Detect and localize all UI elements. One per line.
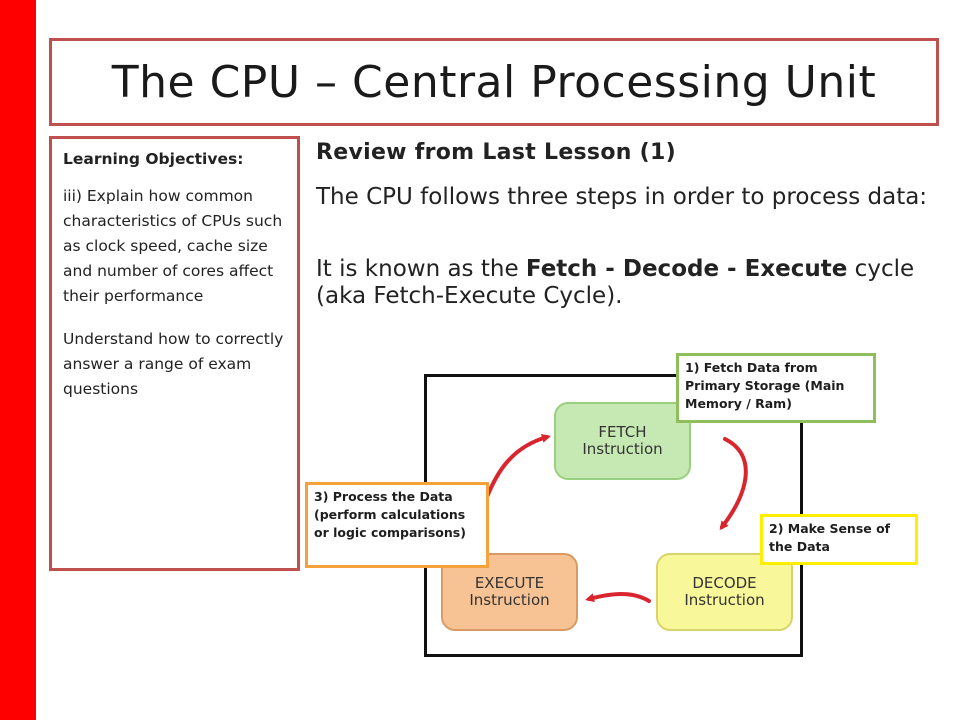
decode-stage-subtitle: Instruction bbox=[684, 591, 765, 609]
objective-item-1: iii) Explain how common characteristics … bbox=[63, 187, 283, 305]
objective-item-2: Understand how to correctly answer a ran… bbox=[63, 330, 284, 398]
learning-objectives-heading: Learning Objectives: bbox=[63, 150, 244, 168]
arrow-execute-to-fetch bbox=[485, 434, 551, 499]
fetch-stage-title: FETCH bbox=[598, 423, 647, 441]
review-title: Review from Last Lesson (1) bbox=[316, 140, 676, 165]
learning-objectives-box: Learning Objectives: iii) Explain how co… bbox=[49, 136, 300, 571]
review-paragraph-2: It is known as the Fetch - Decode - Exec… bbox=[316, 256, 936, 310]
execute-callout: 3) Process the Data (perform calculation… bbox=[305, 482, 489, 568]
fetch-stage-box: FETCH Instruction bbox=[554, 402, 691, 480]
review-paragraph-1: The CPU follows three steps in order to … bbox=[316, 184, 928, 210]
execute-stage-title: EXECUTE bbox=[474, 574, 545, 592]
slide-title: The CPU – Central Processing Unit bbox=[111, 56, 877, 108]
title-box: The CPU – Central Processing Unit bbox=[49, 38, 939, 126]
decode-stage-title: DECODE bbox=[692, 574, 757, 592]
review-paragraph-2-bold: Fetch - Decode - Execute bbox=[525, 256, 848, 282]
red-accent-bar bbox=[0, 0, 36, 720]
fetch-stage-subtitle: Instruction bbox=[582, 440, 663, 458]
arrow-decode-to-execute bbox=[585, 592, 651, 603]
decode-callout: 2) Make Sense of the Data bbox=[760, 514, 918, 565]
cycle-arrows bbox=[485, 434, 748, 603]
execute-stage-subtitle: Instruction bbox=[469, 591, 550, 609]
arrow-fetch-to-decode bbox=[719, 437, 748, 531]
review-paragraph-2-prefix: It is known as the bbox=[316, 256, 526, 282]
decode-stage-box: DECODE Instruction bbox=[656, 553, 793, 631]
fetch-callout: 1) Fetch Data from Primary Storage (Main… bbox=[676, 353, 876, 423]
review-paragraph-2-suffix: cycle (aka Fetch-Execute Cycle). bbox=[316, 256, 915, 309]
